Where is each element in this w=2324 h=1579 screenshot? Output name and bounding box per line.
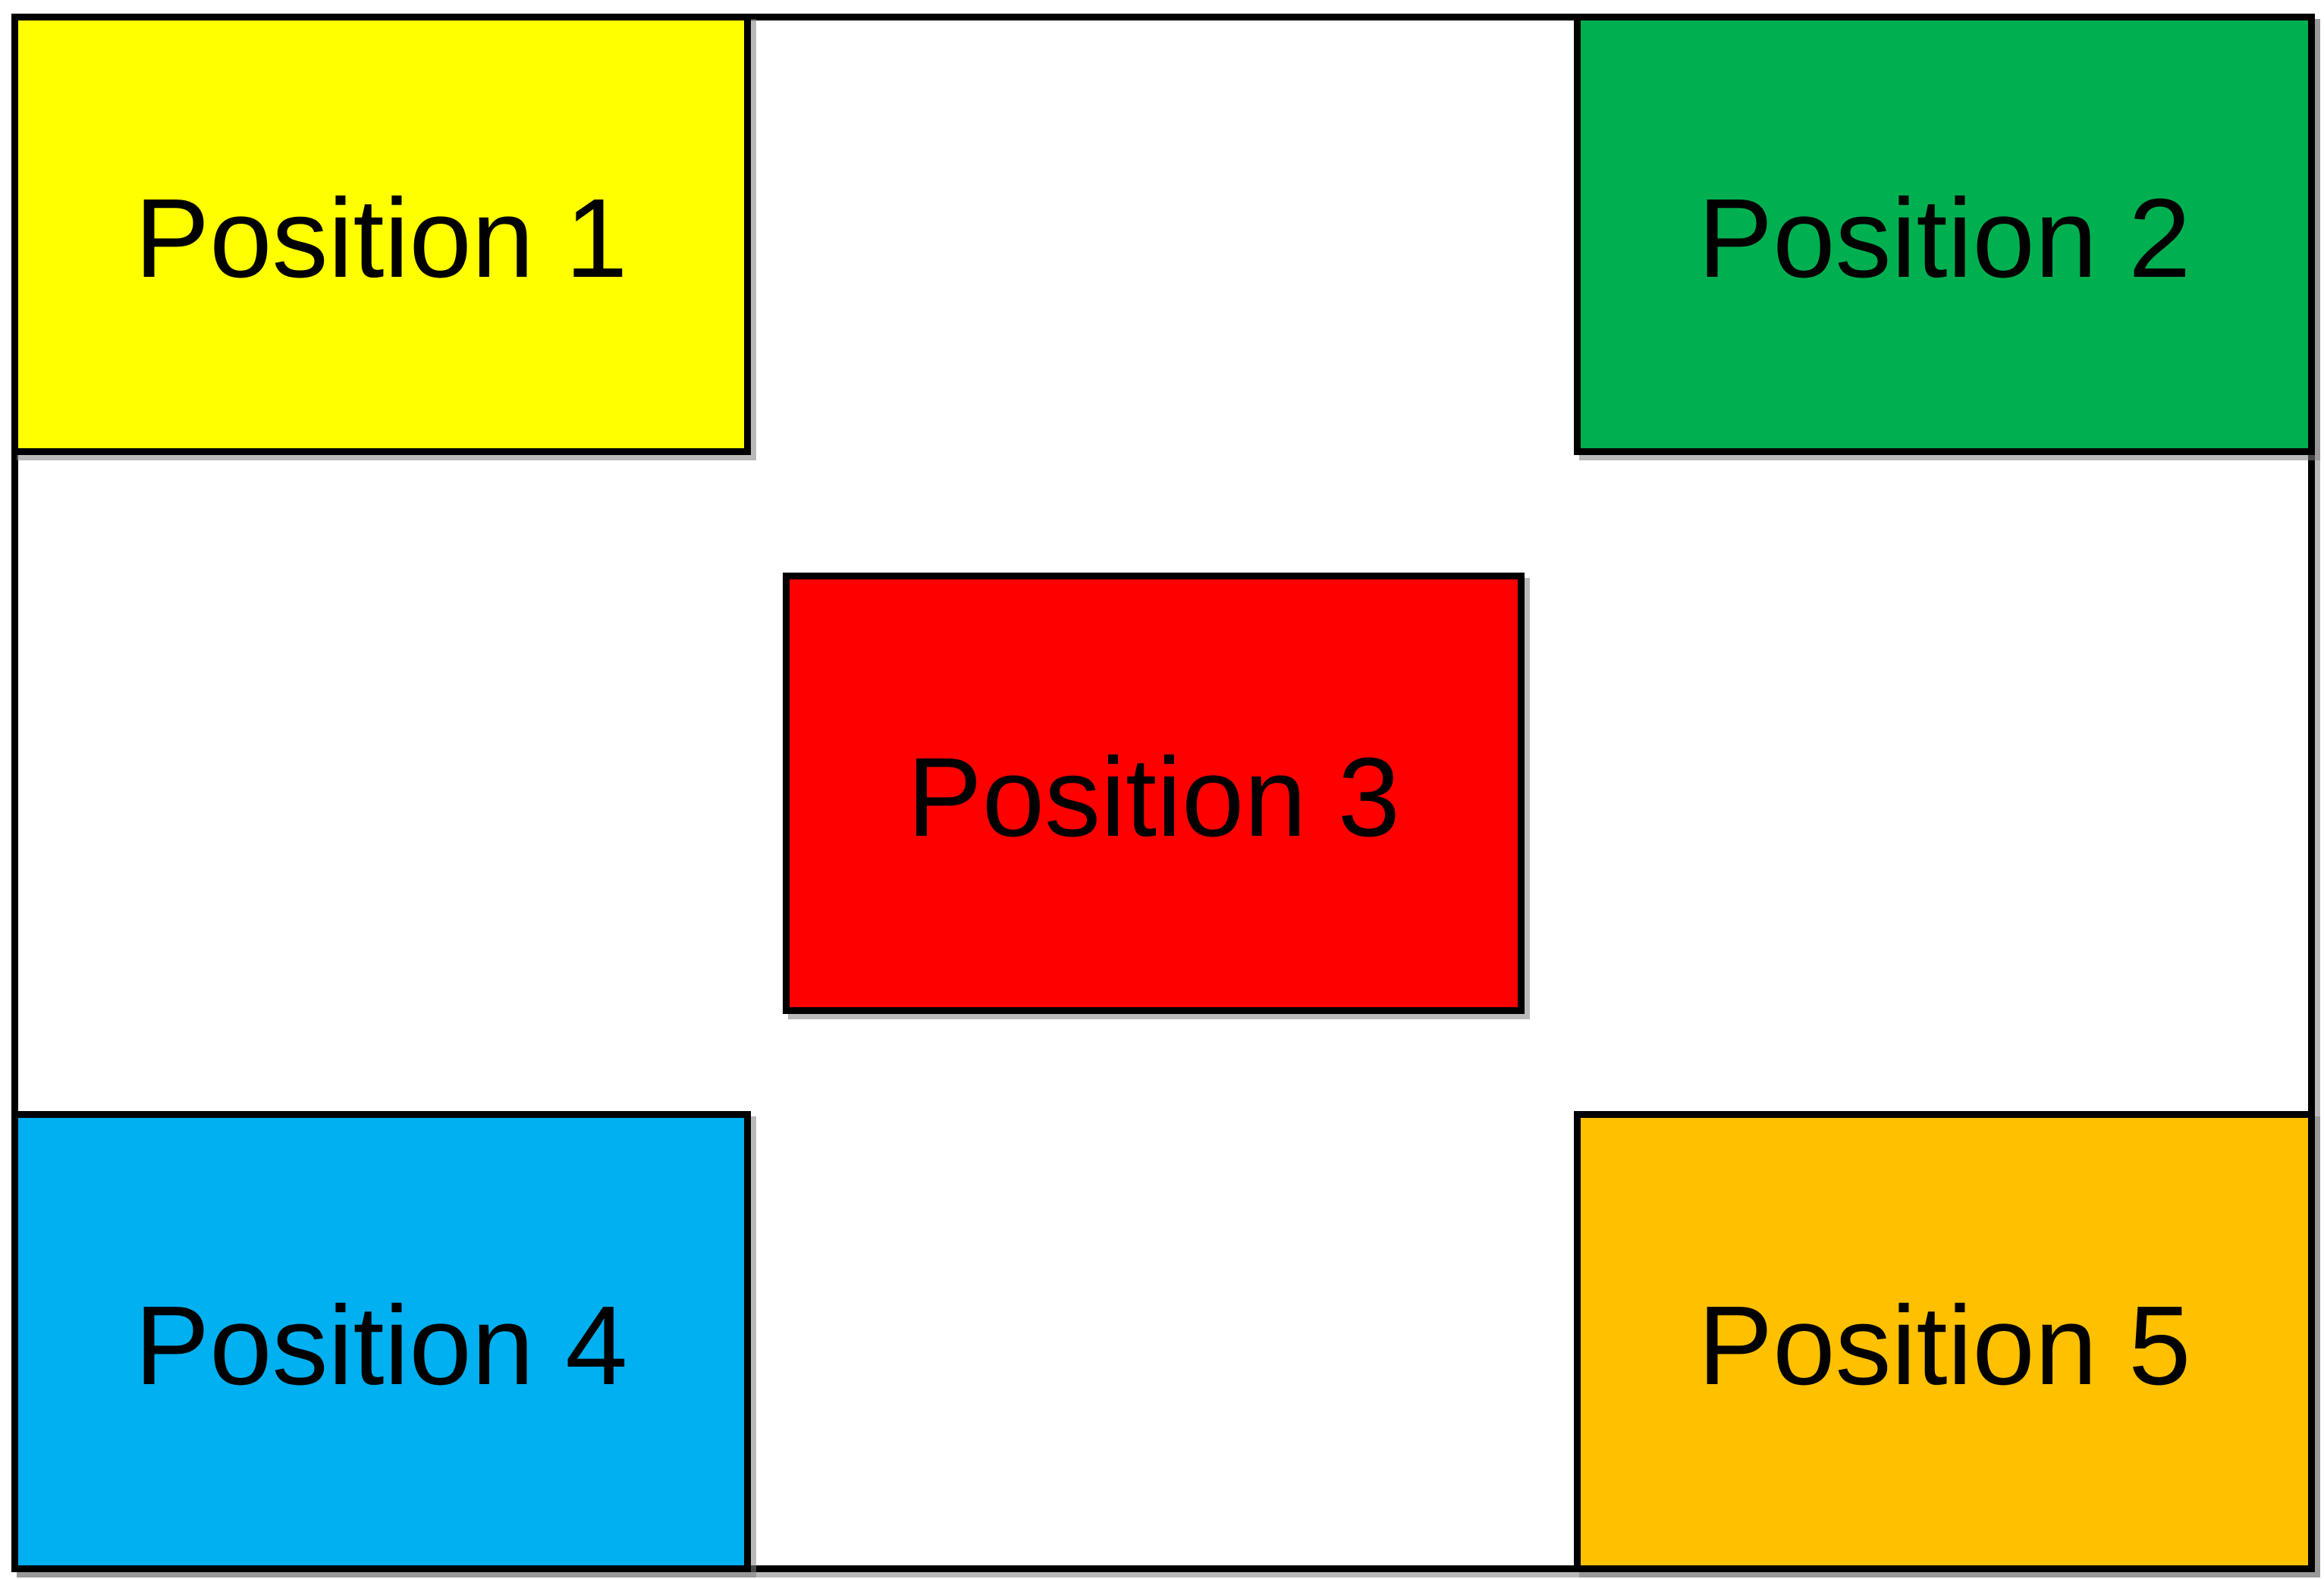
position-box-5[interactable]: Position 5 <box>1574 1111 2315 1572</box>
position-box-2-label: Position 2 <box>1697 176 2191 301</box>
position-box-5-label: Position 5 <box>1697 1283 2191 1408</box>
position-box-4-label: Position 4 <box>134 1283 628 1408</box>
position-box-3-label: Position 3 <box>907 735 1400 860</box>
outer-frame <box>11 14 2315 1572</box>
position-box-3[interactable]: Position 3 <box>783 573 1525 1014</box>
position-box-4[interactable]: Position 4 <box>11 1111 751 1572</box>
position-box-1[interactable]: Position 1 <box>11 14 751 455</box>
position-box-1-label: Position 1 <box>134 176 628 301</box>
position-box-2[interactable]: Position 2 <box>1574 14 2315 455</box>
